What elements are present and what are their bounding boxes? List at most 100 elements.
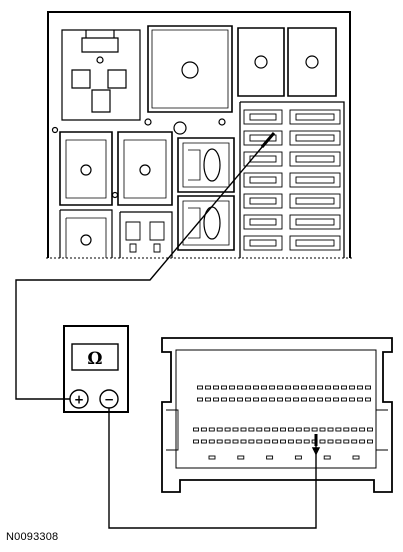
connector-pin [295, 439, 302, 444]
connector-pin [256, 439, 263, 444]
connector-pin [221, 385, 227, 390]
connector-pin [357, 385, 363, 390]
fuse-element [249, 197, 277, 205]
fuse-slot [243, 109, 283, 125]
connector-pin [285, 397, 291, 402]
fuse-element [249, 239, 277, 247]
positive-probe-tip [260, 132, 276, 148]
connector-pin [277, 385, 283, 390]
connector-pin [341, 385, 347, 390]
connector-pin [287, 427, 294, 432]
connector-pin [295, 427, 302, 432]
connector-pin [208, 439, 215, 444]
connector-pin [240, 427, 247, 432]
connector-pin [266, 455, 274, 460]
connector-pin [197, 397, 203, 402]
connector-pin [237, 385, 243, 390]
connector-pin [261, 385, 267, 390]
connector-pin [285, 385, 291, 390]
connector-pin [301, 385, 307, 390]
connector-pin [311, 427, 318, 432]
connector-pin [245, 385, 251, 390]
connector-pin [327, 427, 334, 432]
fuse-slot [243, 193, 283, 209]
connector-pin [224, 427, 231, 432]
probe-leads [15, 132, 321, 529]
fuse-element [249, 155, 277, 163]
connector-pin [335, 439, 342, 444]
connector-pin [325, 397, 331, 402]
relay-large [147, 25, 233, 113]
connector-pin [309, 385, 315, 390]
negative-lead [108, 408, 317, 529]
connector-pin [294, 455, 302, 460]
fuse-element [249, 134, 277, 142]
fuse-element [295, 134, 335, 142]
connector-pin [359, 439, 366, 444]
fuse-slot [289, 193, 341, 209]
fuse-element [295, 113, 335, 121]
connector-pin [335, 427, 342, 432]
fuse-element [295, 218, 335, 226]
connector-pin [343, 427, 350, 432]
connector-pin [341, 397, 347, 402]
connector-pin [287, 439, 294, 444]
fuse-slot [289, 109, 341, 125]
fuse-slot [243, 214, 283, 230]
connector-pin [248, 427, 255, 432]
connector-pin [367, 427, 373, 432]
connector-pin [205, 385, 211, 390]
connector-pin [197, 385, 203, 390]
ohm-symbol: Ω [87, 349, 102, 369]
connector-pin [293, 397, 299, 402]
connector-pin [205, 397, 211, 402]
connector-pin [264, 427, 271, 432]
fuse-slot [289, 214, 341, 230]
connector-pin [264, 439, 271, 444]
positive-lead [15, 139, 269, 400]
connector-pin [365, 397, 371, 402]
fuse-slot [243, 235, 283, 251]
connector-pin [323, 455, 331, 460]
connector-pin [261, 397, 267, 402]
connector-pin [256, 427, 263, 432]
top-left-connector [61, 29, 141, 121]
connector-pin [319, 427, 326, 432]
connector-pin [349, 385, 355, 390]
fuse-slot [289, 151, 341, 167]
connector-pin [269, 385, 275, 390]
connector-pin [359, 427, 366, 432]
connector-pin [213, 385, 219, 390]
connector-pin [309, 397, 315, 402]
mini-relay-1 [177, 137, 235, 193]
connector-pin [240, 439, 247, 444]
module-connector [161, 337, 393, 493]
connector-pin [193, 439, 199, 444]
fuse-box [46, 11, 352, 259]
connector-pin [357, 397, 363, 402]
fuse-grid [239, 101, 345, 258]
fuse-element [295, 176, 335, 184]
connector-pin [193, 427, 199, 432]
fuse-element [249, 176, 277, 184]
connector-pin [351, 439, 358, 444]
connector-pin [237, 455, 245, 460]
connector-pin [253, 397, 259, 402]
connector-pin [200, 427, 207, 432]
connector-pin [224, 439, 231, 444]
connector-pin [351, 427, 358, 432]
fuse-slot [289, 235, 341, 251]
connector-pin [277, 397, 283, 402]
fuse-element [249, 113, 277, 121]
connector-pin [272, 427, 279, 432]
figure-id: N0093308 [6, 531, 59, 543]
connector-pin [367, 439, 373, 444]
connector-pin [333, 385, 339, 390]
connector-pin [229, 385, 235, 390]
connector-pin [333, 397, 339, 402]
connector-pin [272, 439, 279, 444]
connector-pin [325, 385, 331, 390]
connector-pin [213, 397, 219, 402]
fuse-element [295, 239, 335, 247]
